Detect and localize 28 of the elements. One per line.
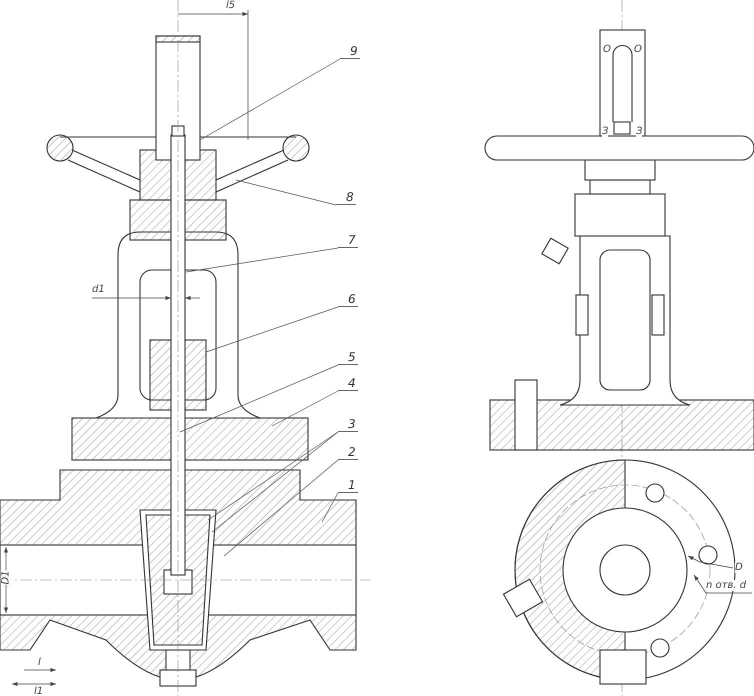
- leader-line: [186, 248, 338, 272]
- leader-line: [272, 390, 338, 426]
- callout-number: 9: [340, 44, 360, 59]
- callout-number: 7: [338, 233, 358, 248]
- dimension-label: n отв. d: [706, 580, 746, 591]
- dimension-label: l1: [34, 686, 44, 696]
- callout-number: 3: [338, 417, 358, 432]
- callout-number: 5: [338, 350, 358, 365]
- dimension-label: l5: [226, 0, 236, 11]
- leader-line: [200, 58, 340, 140]
- leader-line: [224, 460, 338, 556]
- callout-number: 2: [338, 445, 358, 460]
- dimension-label: D: [735, 562, 743, 573]
- dimension-label: D1: [0, 570, 12, 585]
- callout-number: 1: [338, 478, 358, 493]
- position-mark: З: [636, 126, 642, 137]
- dimension-label: d1: [92, 284, 105, 295]
- leader-line: [180, 364, 338, 432]
- callout-number: 8: [336, 190, 356, 205]
- dimension-label: l: [38, 657, 41, 668]
- leader-line: [206, 306, 338, 352]
- leader-line: [322, 492, 338, 522]
- callout-number: 6: [338, 292, 358, 307]
- position-mark: З: [602, 126, 608, 137]
- callout-number: 4: [338, 376, 358, 391]
- leader-line: [236, 180, 336, 206]
- position-mark: О: [634, 44, 642, 55]
- position-mark: О: [603, 44, 611, 55]
